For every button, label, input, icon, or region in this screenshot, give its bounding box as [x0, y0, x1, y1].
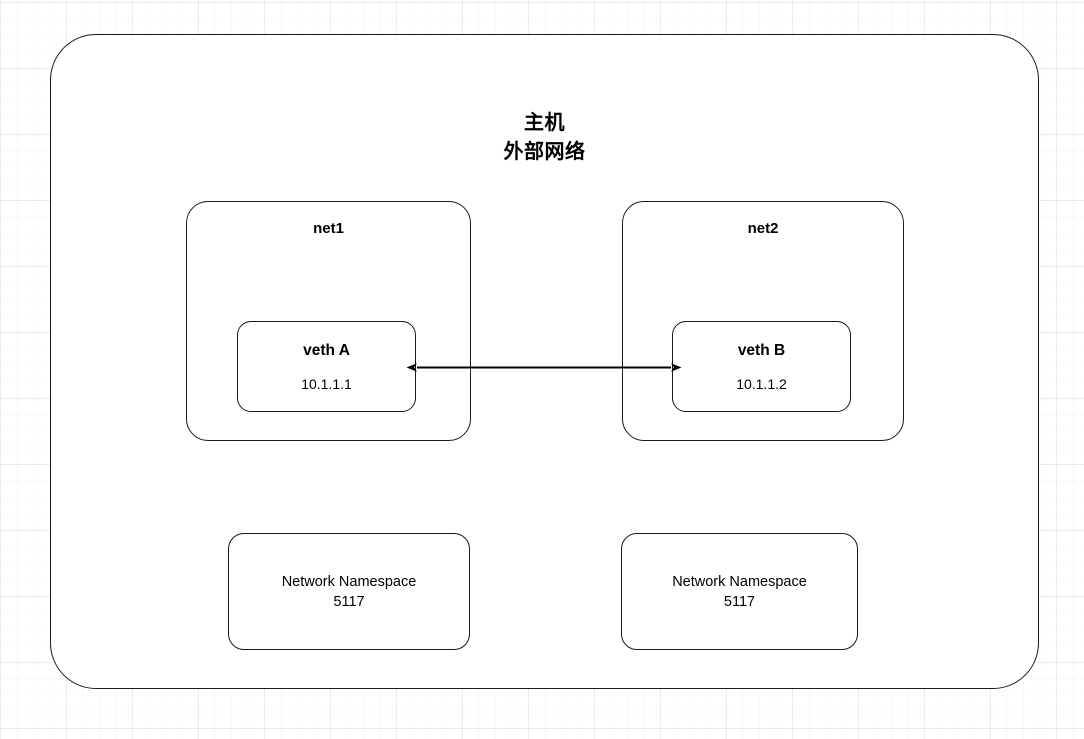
veth-b-ip: 10.1.1.2 — [736, 375, 787, 392]
veth-box-a: veth A 10.1.1.1 — [237, 321, 416, 412]
ns-right-line2: 5117 — [723, 593, 756, 610]
network-namespace-box-left: Network Namespace 5117 — [228, 533, 470, 650]
ns-left-text: Network Namespace 5117 — [282, 572, 417, 612]
ns-left-line2: 5117 — [333, 593, 365, 610]
ns-right-text: Network Namespace 5117 — [672, 572, 807, 612]
network-namespace-box-right: Network Namespace 5117 — [621, 533, 858, 650]
ns-left-line1: Network Namespace — [281, 573, 417, 590]
host-title: 主机 外部网络 — [504, 109, 586, 167]
veth-a-name: veth A — [303, 341, 350, 359]
host-title-line1: 主机 — [524, 112, 565, 134]
ns-right-line1: Network Namespace — [672, 573, 807, 590]
veth-box-b: veth B 10.1.1.2 — [672, 321, 851, 412]
network-label-net2: net2 — [747, 220, 779, 237]
network-label-net1: net1 — [313, 220, 344, 237]
host-title-line2: 外部网络 — [503, 141, 586, 163]
veth-pair-connector-arrow — [406, 363, 682, 372]
veth-a-ip: 10.1.1.1 — [301, 375, 352, 392]
veth-b-name: veth B — [737, 341, 786, 359]
